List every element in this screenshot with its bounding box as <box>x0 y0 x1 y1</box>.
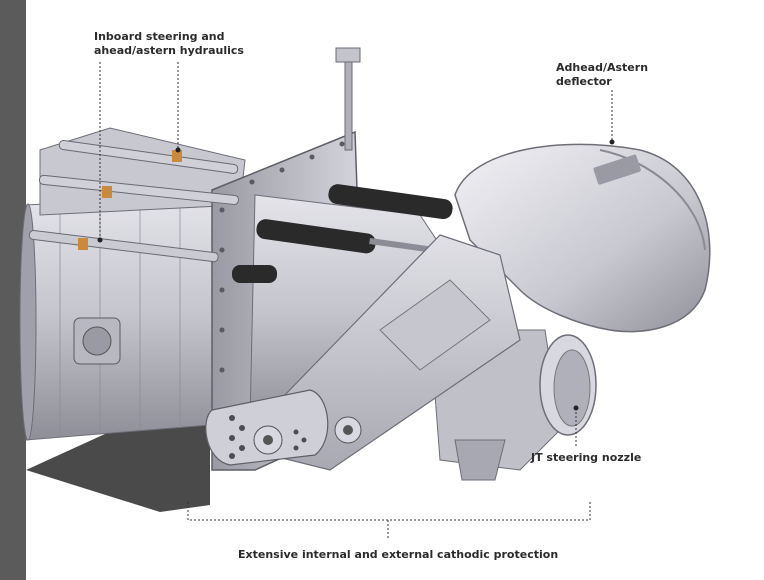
steering-rams <box>232 184 453 283</box>
deflector-rim <box>599 149 706 251</box>
nozzle-fin <box>454 439 506 481</box>
callout-hydraulics-line2: ahead/astern hydraulics <box>94 44 244 57</box>
callout-cathodic-protection: Extensive internal and external cathodic… <box>238 548 559 561</box>
callout-deflector-line1: Adhead/Astern <box>556 61 649 74</box>
link-bolts <box>229 415 307 459</box>
nozzle-outlet-inner <box>553 349 591 427</box>
housing-flange <box>19 203 37 441</box>
leader-lines <box>99 62 613 540</box>
rod-head <box>335 47 361 63</box>
callout-deflector: Adhead/Astern deflector <box>556 61 648 89</box>
vertical-rod <box>344 54 353 151</box>
hydraulic-cylinders <box>28 140 240 263</box>
callout-hydraulics-line1: Inboard steering and <box>94 30 225 43</box>
deflector-plate <box>593 154 641 185</box>
arm-brace <box>379 279 491 371</box>
callout-nozzle: JT steering nozzle <box>531 451 642 464</box>
leader-dots <box>97 139 615 411</box>
callout-hydraulics: Inboard steering and ahead/astern hydrau… <box>94 30 244 58</box>
intake-housing <box>25 194 241 441</box>
callout-deflector-line2: deflector <box>556 75 612 88</box>
deflector-bucket <box>454 143 711 333</box>
base-shadow <box>26 418 210 512</box>
hatch-wheel <box>82 326 112 356</box>
